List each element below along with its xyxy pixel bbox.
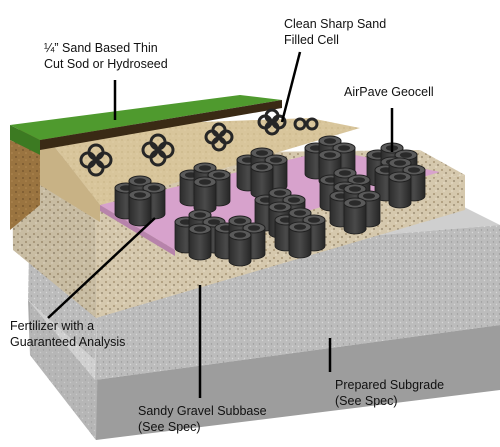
flat-cell-5 (293, 117, 319, 131)
label-fertilizer-line2: Guaranteed Analysis (10, 335, 126, 349)
geocell-cylinder-23 (188, 223, 212, 261)
label-sod-line1: ¼” Sand Based Thin (44, 41, 158, 55)
flat-cell-3 (204, 122, 234, 152)
leader-fertilizer (47, 217, 156, 319)
label-subgrade-line2: (See Spec) (335, 394, 398, 408)
geocell-cylinder-7 (193, 176, 217, 214)
label-geocell: AirPave Geocell (344, 84, 434, 100)
flat-cell-1 (79, 143, 113, 177)
label-subbase-line2: (See Spec) (138, 420, 201, 434)
leader-lines (47, 51, 394, 398)
leader-sand (280, 51, 302, 123)
label-sand-line2: Filled Cell (284, 33, 339, 47)
label-subbase-line1: Sandy Gravel Subbase (138, 404, 267, 418)
geocell-cylinder-43 (288, 221, 312, 259)
label-sand-line1: Clean Sharp Sand (284, 17, 387, 31)
label-fertilizer: Fertilizer with a Guaranteed Analysis (10, 318, 125, 350)
geocell-cylinder-3 (128, 189, 152, 227)
geocell-cylinder-47 (343, 197, 367, 235)
geocell-cylinder-35 (388, 171, 412, 209)
label-sand: Clean Sharp Sand Filled Cell (284, 16, 386, 48)
label-sod-line2: Cut Sod or Hydroseed (44, 57, 168, 71)
flat-cell-2 (141, 133, 175, 167)
geocell-grid (114, 135, 426, 267)
flat-cell-4 (257, 108, 287, 136)
label-fertilizer-line1: Fertilizer with a (10, 319, 95, 333)
geocell-outline-group (79, 108, 319, 177)
geocell-cylinder-39 (228, 229, 252, 267)
label-sod: ¼” Sand Based Thin Cut Sod or Hydroseed (44, 40, 168, 72)
label-subbase: Sandy Gravel Subbase (See Spec) (138, 403, 267, 435)
sod-layer (10, 95, 282, 230)
label-subgrade: Prepared Subgrade (See Spec) (335, 377, 444, 409)
label-subgrade-line1: Prepared Subgrade (335, 378, 445, 392)
label-geocell-line1: AirPave Geocell (344, 85, 434, 99)
